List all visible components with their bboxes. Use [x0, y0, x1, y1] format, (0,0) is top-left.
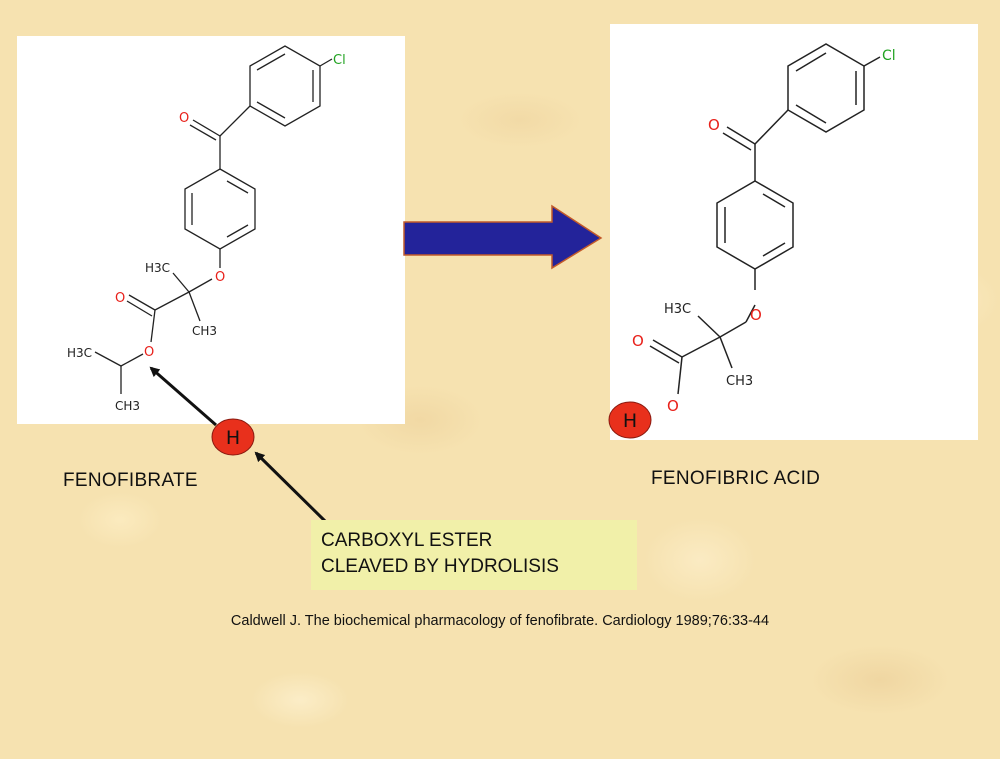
methyl-lower-label: CH3 [726, 374, 753, 389]
fenofibrate-structure: Cl O O H3C CH3 O O H3C CH3 [67, 45, 346, 413]
methyl-upper-label: H3C [145, 261, 170, 275]
citation-text: Caldwell J. The biochemical pharmacology… [230, 613, 770, 629]
isopropyl-methyl-upper-label: H3C [67, 346, 92, 360]
carbonyl-oxygen-label: O [179, 111, 189, 126]
isopropyl-methyl-lower-label: CH3 [115, 399, 140, 413]
carbonyl-oxygen-label: O [708, 116, 720, 134]
acid-carbonyl-oxygen-label: O [632, 332, 644, 350]
methyl-upper-label: H3C [664, 302, 691, 317]
fenofibric-acid-structure-panel: Cl O O H3C CH3 O O [610, 24, 978, 440]
fenofibric-acid-caption: FENOFIBRIC ACID [651, 468, 821, 489]
fenofibrate-structure-panel: Cl O O H3C CH3 O O H3C CH3 [17, 36, 405, 424]
ether-oxygen-label: O [750, 306, 762, 324]
callout-pointer-arrow [254, 451, 328, 524]
chlorine-label: Cl [882, 48, 896, 64]
callout-line-1: CARBOXYL ESTER [321, 530, 493, 551]
reaction-arrow [403, 204, 603, 270]
hydrogen-label: H [623, 410, 637, 432]
methyl-lower-label: CH3 [192, 324, 217, 338]
ester-oxygen-label: O [144, 345, 154, 360]
fenofibric-acid-structure: Cl O O H3C CH3 O O [632, 43, 896, 415]
chlorine-label: Cl [333, 53, 346, 68]
hydrolysis-pointer-arrow [149, 366, 217, 427]
ester-carbonyl-oxygen-label: O [115, 291, 125, 306]
hydrogen-atom-right: H [608, 401, 652, 439]
fenofibrate-caption: FENOFIBRATE [63, 470, 198, 491]
hydrogen-atom-left: H [211, 418, 255, 456]
callout-line-2: CLEAVED BY HYDROLISIS [321, 556, 559, 577]
hydrolysis-callout: CARBOXYL ESTER CLEAVED BY HYDROLISIS [311, 520, 637, 590]
acid-hydroxyl-oxygen-label: O [667, 397, 679, 415]
hydrogen-label: H [226, 427, 240, 449]
ether-oxygen-label: O [215, 270, 225, 285]
